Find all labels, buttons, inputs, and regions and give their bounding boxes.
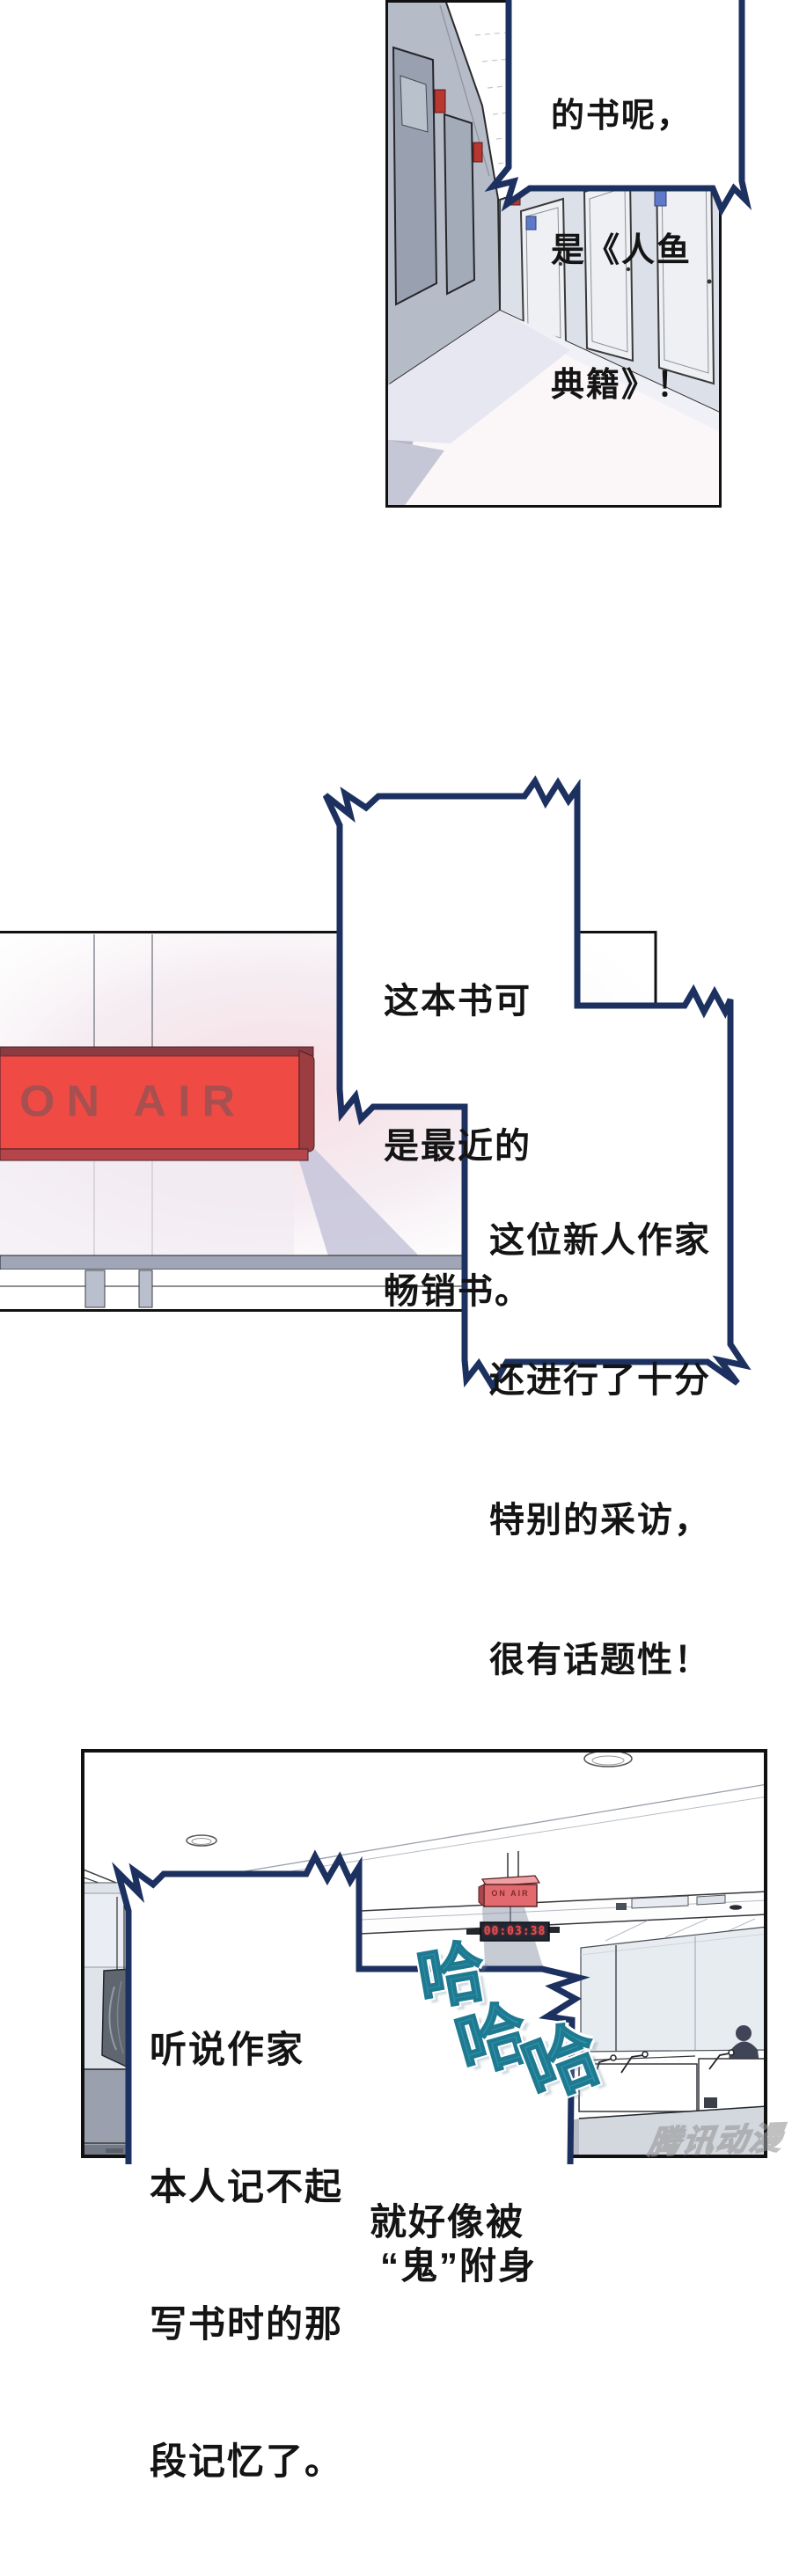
extinguisher-box-1: [434, 89, 446, 113]
light-cone: [294, 1144, 433, 1270]
mini-on-air-sign-text: ON AIR: [491, 1889, 530, 1898]
glass-booth: [580, 1926, 767, 2053]
on-air-lightbox: [0, 1046, 315, 1161]
bubble2-text: 这位新人作家 还进行了十分 特别的采访， 很有话题性！: [489, 1221, 711, 1680]
extinguisher-box-2: [473, 142, 483, 163]
consoles: [578, 2049, 767, 2112]
speech-bubble-0: [484, 0, 752, 216]
comic-page: 的书呢， 是《人鱼 典籍》！ 这本书可 是最近的 畅销书。 这位新人作家 还进行…: [0, 0, 787, 2482]
left-door-2: [443, 113, 476, 296]
clock-display: 00:03:38: [483, 1925, 546, 1938]
mini-on-air-sign: [478, 1875, 541, 1908]
door-sign-blue-1: [525, 216, 537, 231]
on-air-sign-text: ON AIR: [19, 1077, 247, 1126]
watermark: 腾讯动漫: [646, 2119, 787, 2162]
bubble0-text: 的书呢， 是《人鱼 典籍》！: [551, 98, 693, 404]
speech-bubble-1-2: [322, 775, 752, 1393]
bubble3-text: 听说作家 本人记不起 写书时的那 段记忆了。: [150, 2029, 344, 2482]
cabinet: [81, 2068, 133, 2156]
bubble4-text-line2: “鬼”附身: [380, 2245, 538, 2287]
sign-end-cap: [298, 1050, 315, 1153]
studio-clock: [466, 1921, 560, 1942]
speech-bubble-3: [112, 1849, 590, 2164]
counter: [579, 2106, 767, 2155]
ceiling-light-1: [186, 1834, 217, 1847]
page-artwork: [0, 0, 767, 2164]
bubble1-text: 这本书可 是最近的 畅销书。: [384, 982, 532, 1311]
